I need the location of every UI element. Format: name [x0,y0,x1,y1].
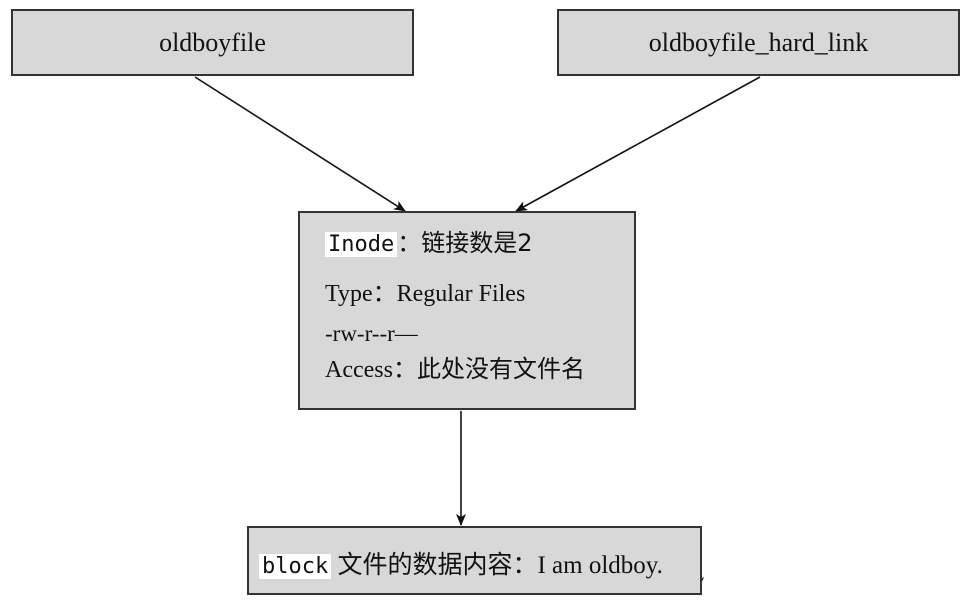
inode-type-line: Type：Regular Files [325,281,526,308]
oldboyfile-box: oldboyfile [11,9,414,76]
inode-tag: Inode [325,232,398,257]
inode-title: Inode：链接数是2 [325,229,634,258]
hard-link-box: oldboyfile_hard_link [557,9,960,76]
oldboyfile-label: oldboyfile [159,27,266,57]
inode-link-count: ：链接数是2 [397,229,533,257]
block-tag: block [259,554,332,579]
hard-link-label: oldboyfile_hard_link [648,27,869,57]
block-box: block 文件的数据内容：I am oldboy. [247,526,702,595]
arrow-hardlink-to-inode [515,76,761,212]
arrow-file-to-inode [194,76,406,212]
inode-permissions-line: -rw-r--r— [325,321,418,347]
block-content: 文件的数据内容：I am oldboy. [331,552,663,579]
inode-access-line: Access：此处没有文件名 [325,356,585,383]
inode-box: Inode：链接数是2 Type：Regular Files -rw-r--r—… [298,211,636,410]
